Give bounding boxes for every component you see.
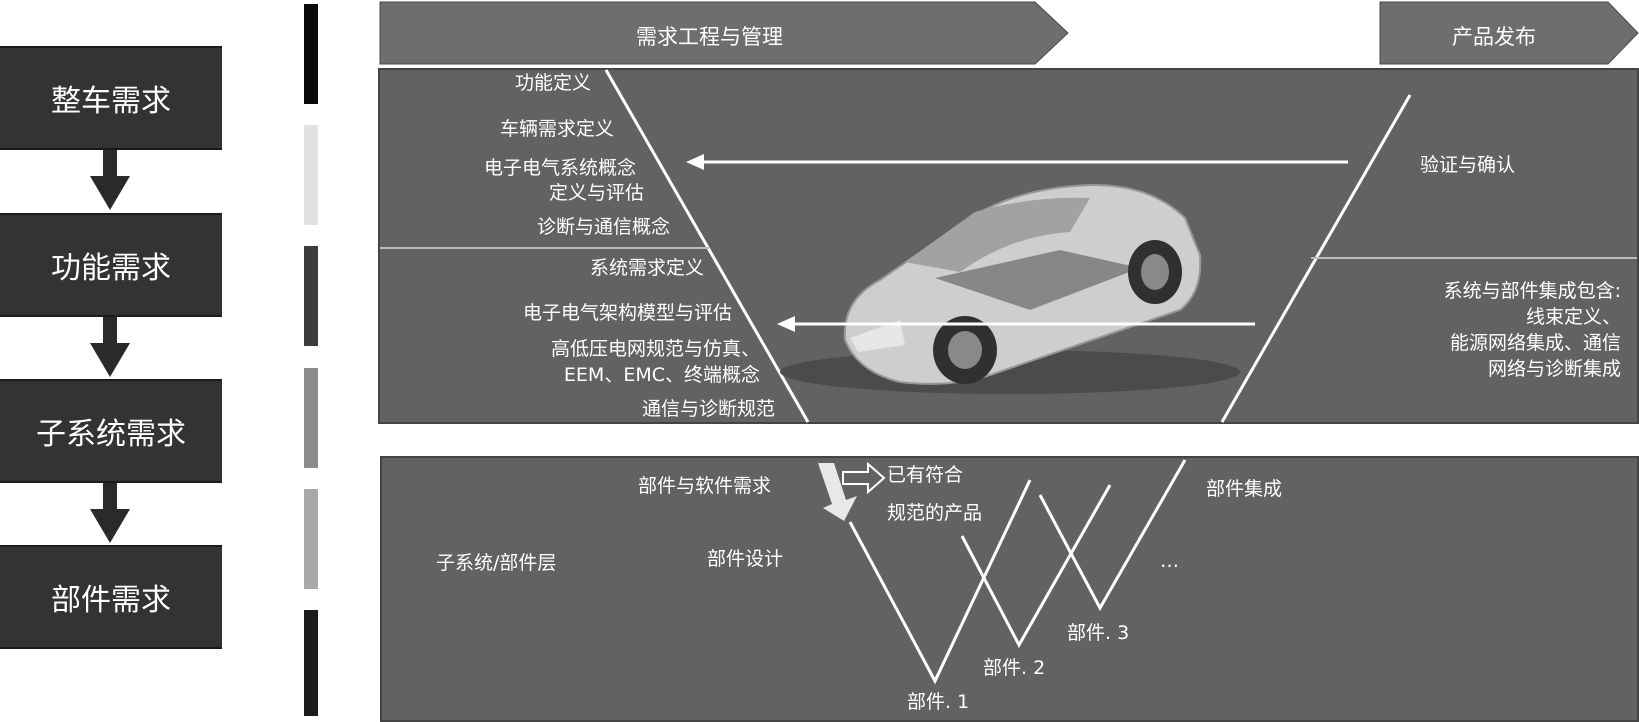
label-vehicle-requirement-definition: 车辆需求定义 <box>499 118 614 140</box>
label-component-design: 部件设计 <box>707 548 784 570</box>
label-harness-definition: 线束定义、 <box>1525 306 1621 328</box>
label-verification-validation: 验证与确认 <box>1420 154 1516 176</box>
down-arrow-icon-2 <box>90 343 130 377</box>
down-arrow-icon-3 <box>90 509 130 543</box>
label-communication-diagnosis-spec: 通信与诊断规范 <box>641 398 775 420</box>
box-vehicle-requirements: 整车需求 <box>0 46 222 150</box>
banner-left-label: 需求工程与管理 <box>636 25 783 49</box>
label-energy-network-integration: 能源网络集成、通信 <box>1449 332 1621 354</box>
label-existing-compliant-products-2: 规范的产品 <box>887 502 983 524</box>
box-component-requirements: 部件需求 <box>0 545 222 649</box>
label-eem-emc-terminal: EEM、EMC、终端概念 <box>563 364 760 386</box>
ellipsis: … <box>1160 550 1179 572</box>
label-subsystem-component-layer: 子系统/部件层 <box>436 552 557 574</box>
arrow-shaft-2 <box>103 317 117 345</box>
arrow-shaft-3 <box>103 483 117 511</box>
level-bar-1 <box>304 4 318 104</box>
label-function-definition: 功能定义 <box>514 72 591 94</box>
box-subsystem-requirements: 子系统需求 <box>0 379 222 483</box>
label-hv-lv-network-spec: 高低压电网规范与仿真、 <box>550 338 760 360</box>
label-diagnosis-communication-concept: 诊断与通信概念 <box>536 216 670 238</box>
label-component-1: 部件. 1 <box>907 691 970 713</box>
label-component-integration: 部件集成 <box>1206 478 1283 500</box>
label-component-2: 部件. 2 <box>983 657 1046 679</box>
arrow-shaft-1 <box>103 150 117 178</box>
banner-right-label: 产品发布 <box>1452 25 1536 49</box>
label-definition-evaluation: 定义与评估 <box>548 182 644 204</box>
label-component-software-requirements: 部件与软件需求 <box>638 475 772 497</box>
level-bar-6 <box>304 610 318 716</box>
level-bar-4 <box>304 368 318 468</box>
down-arrow-icon-1 <box>90 176 130 210</box>
lower-component-panel <box>380 456 1639 722</box>
label-network-diagnosis-integration: 网络与诊断集成 <box>1487 358 1621 380</box>
label-ee-architecture-model: 电子电气架构模型与评估 <box>522 302 732 324</box>
box-function-requirements: 功能需求 <box>0 213 222 317</box>
level-bar-2 <box>304 125 318 225</box>
label-existing-compliant-products-1: 已有符合 <box>887 464 964 486</box>
label-component-3: 部件. 3 <box>1067 622 1130 644</box>
level-bar-5 <box>304 489 318 589</box>
label-system-requirement-definition: 系统需求定义 <box>589 257 704 279</box>
label-integration-includes: 系统与部件集成包含: <box>1443 280 1621 302</box>
level-bar-3 <box>304 246 318 346</box>
label-ee-system-concept: 电子电气系统概念 <box>483 157 636 179</box>
